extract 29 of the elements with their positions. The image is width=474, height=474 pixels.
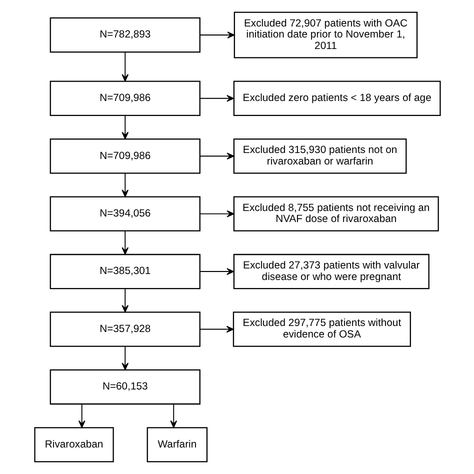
arrow (199, 32, 234, 38)
node-box: Excluded zero patients < 18 years of age (232, 80, 440, 116)
node-box: Excluded 297,775 patients without evidence of OSA (232, 312, 410, 347)
node-box: Excluded 8,755 patients not receiving an NVAF dose of rivaroxaban (232, 196, 438, 232)
arrow (198, 268, 234, 275)
arrow (121, 230, 128, 255)
arrow (78, 404, 85, 428)
arrow (199, 210, 234, 218)
arrow (121, 346, 128, 370)
node-box: N=385,301 (49, 254, 200, 290)
node-box: Excluded 27,373 patients with valvular disease or who were pregnant (232, 254, 429, 290)
node-box: Warfarin (146, 427, 208, 462)
arrow (198, 152, 234, 160)
node-box: N=709,986 (49, 80, 200, 116)
arrow (199, 326, 234, 333)
node-box: Rivaroxaban (34, 427, 114, 462)
arrow (121, 115, 128, 140)
node-box: Excluded 72,907 patients with OAC initiation date prior to November 1, 2011 (233, 12, 418, 58)
node-box: N=782,893 (49, 17, 200, 53)
arrow (121, 172, 128, 197)
node-box: N=357,928 (49, 312, 200, 347)
arrow (121, 52, 128, 82)
node-box: N=60,153 (49, 369, 200, 405)
arrow (170, 404, 177, 428)
arrow (199, 94, 234, 102)
node-box: Excluded 315,930 patients not on rivaroxaban or warfarin (232, 138, 406, 174)
node-box: N=394,056 (49, 196, 200, 232)
arrow (121, 288, 128, 312)
node-box: N=709,986 (49, 138, 200, 174)
